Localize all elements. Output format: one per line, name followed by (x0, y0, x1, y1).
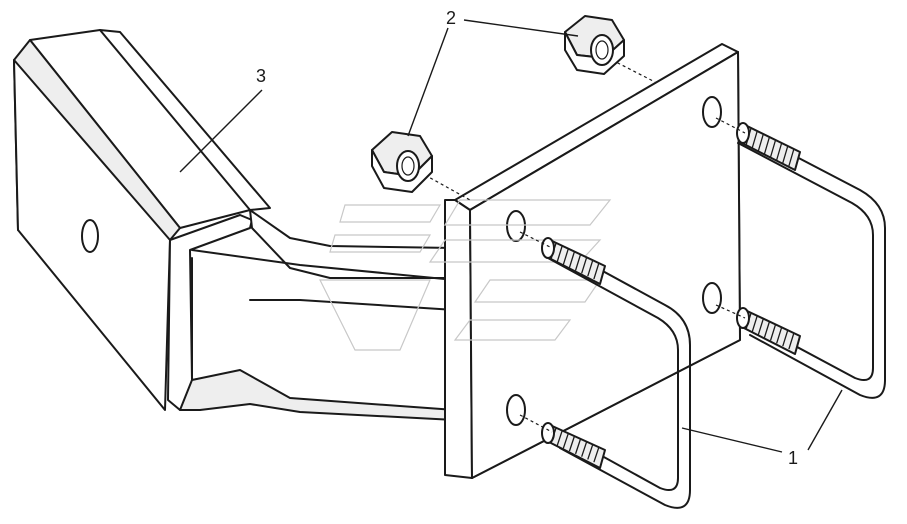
u-bolt-front-upper-thread (541, 237, 606, 285)
callout-part-3: 3 (256, 66, 266, 86)
thread-line (751, 315, 758, 332)
thread-line (550, 242, 557, 260)
leader-part-3 (179, 89, 263, 173)
leader-part-2-rear (463, 19, 579, 37)
thread-line (763, 136, 771, 155)
plate-hole-bottom-right (702, 282, 722, 314)
nut-front-part-2 (371, 131, 433, 193)
nut-front-bore (396, 150, 420, 182)
u-bolt-front-part-1 (541, 237, 691, 509)
thread-line (593, 447, 600, 463)
thread-line (581, 257, 588, 274)
thread-line (581, 441, 588, 457)
thread-line (745, 312, 752, 330)
thread-line (574, 438, 582, 455)
plate-hole-top-left (506, 210, 526, 242)
thread-line (782, 145, 789, 164)
thread-line (593, 262, 600, 280)
thread-line (574, 254, 582, 271)
bracket-part-3 (13, 29, 456, 421)
u-bolt-front-lower-thread (541, 422, 606, 469)
thread-line (562, 248, 569, 265)
leader-part-1-front (681, 427, 783, 453)
leader-part-1-rear (807, 389, 843, 451)
thread-line (776, 142, 783, 161)
leader-lines (179, 19, 843, 453)
leader-part-2-front (407, 27, 449, 137)
thread-line (562, 433, 569, 449)
callout-part-2: 2 (446, 8, 456, 28)
nut-rear-bore (590, 34, 614, 66)
thread-line (550, 427, 557, 443)
plate-hole-top-right (702, 96, 722, 128)
nut-rear-part-2 (564, 15, 625, 75)
thread-line (556, 430, 563, 446)
u-bolt-rear-upper-thread (736, 122, 801, 171)
thread-line (763, 321, 771, 338)
thread-line (757, 318, 764, 335)
thread-line (556, 245, 563, 262)
thread-line (769, 139, 777, 158)
thread-line (745, 127, 752, 146)
thread-line (776, 327, 783, 344)
u-bolt-rear-part-1 (736, 122, 886, 399)
thread-line (769, 324, 777, 341)
thread-line (751, 130, 758, 149)
thread-line (788, 148, 795, 167)
thread-line (587, 444, 594, 460)
thread-line (757, 133, 764, 152)
thread-line (568, 251, 576, 268)
alignment-lines (424, 59, 746, 433)
callout-part-1: 1 (788, 448, 798, 468)
thread-line (568, 435, 576, 452)
bracket-hole (81, 219, 99, 253)
thread-line (587, 260, 594, 277)
thread-line (788, 332, 795, 350)
plate-hole-bottom-left (506, 394, 526, 426)
thread-line (782, 330, 789, 347)
u-bolt-rear-lower-thread (736, 307, 801, 355)
